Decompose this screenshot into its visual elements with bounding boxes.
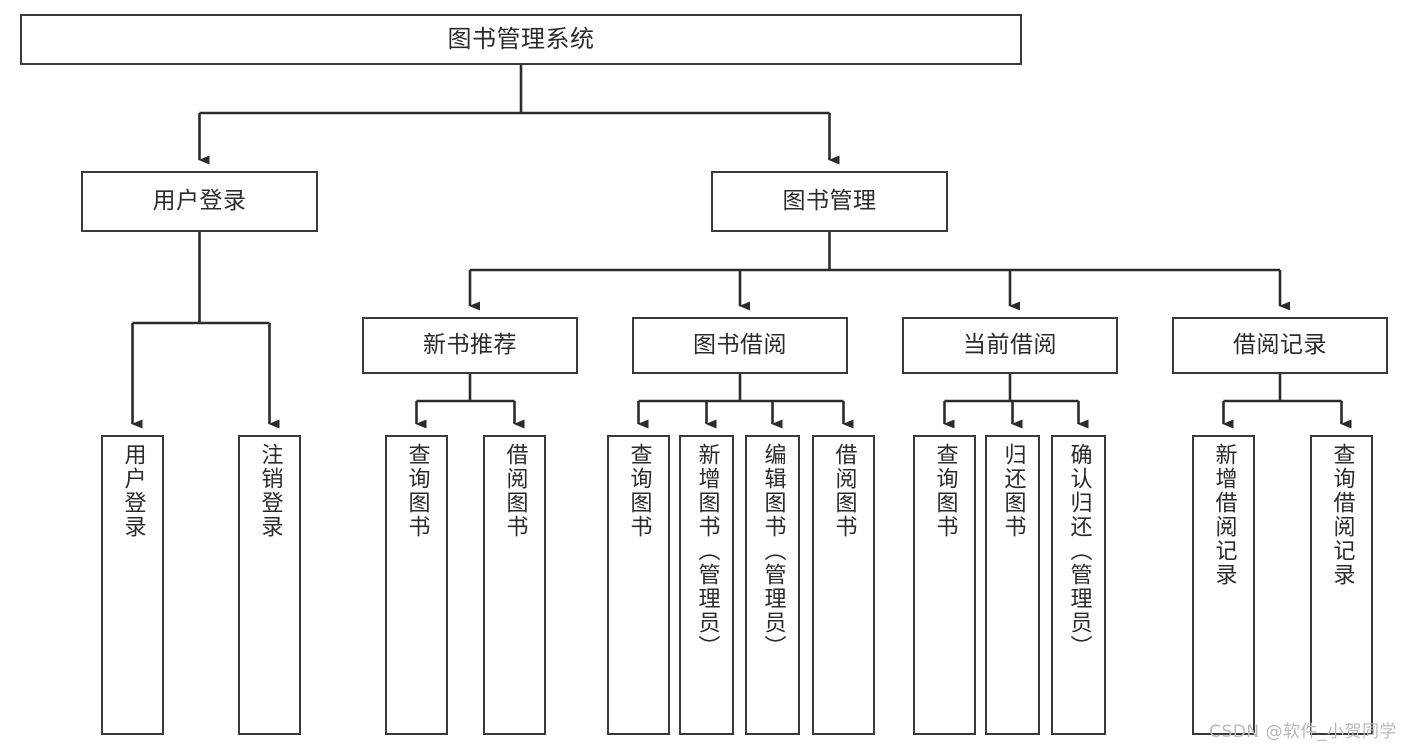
- node-label: 用户登录: [120, 443, 146, 539]
- node-l-queryrec[interactable]: 查询借阅记录: [1310, 435, 1373, 735]
- node-label: 编辑图书（管理员）: [760, 443, 786, 659]
- node-root[interactable]: 图书管理系统: [20, 14, 1022, 65]
- node-label: 查询图书: [626, 443, 652, 539]
- node-l-borrow1[interactable]: 借阅图书: [483, 435, 546, 735]
- node-label: 确认归还（管理员）: [1066, 443, 1092, 659]
- node-l-borrow2[interactable]: 借阅图书: [812, 435, 875, 735]
- node-l-add[interactable]: 新增图书（管理员）: [679, 435, 734, 735]
- node-label: 借阅记录: [1233, 331, 1327, 358]
- node-l-logout[interactable]: 注销登录: [238, 435, 301, 735]
- node-l-addrec[interactable]: 新增借阅记录: [1192, 435, 1255, 735]
- node-label: 查询借阅记录: [1329, 443, 1355, 587]
- node-label: 借阅图书: [831, 443, 857, 539]
- node-l-edit[interactable]: 编辑图书（管理员）: [745, 435, 800, 735]
- node-label: 查询图书: [932, 443, 958, 539]
- node-l-query3[interactable]: 查询图书: [913, 435, 976, 735]
- node-login[interactable]: 用户登录: [81, 171, 318, 232]
- node-borrow[interactable]: 图书借阅: [632, 317, 848, 374]
- node-records[interactable]: 借阅记录: [1172, 317, 1388, 374]
- node-current[interactable]: 当前借阅: [902, 317, 1118, 374]
- node-label: 图书借阅: [693, 331, 787, 358]
- node-l-return[interactable]: 归还图书: [985, 435, 1040, 735]
- node-label: 用户登录: [152, 187, 247, 214]
- node-label: 查询图书: [404, 443, 430, 539]
- node-l-login[interactable]: 用户登录: [101, 435, 164, 735]
- node-label: 注销登录: [257, 443, 283, 539]
- watermark-text: CSDN @软件_小贺同学: [1209, 722, 1397, 742]
- node-l-query1[interactable]: 查询图书: [385, 435, 448, 735]
- node-label: 图书管理: [782, 187, 877, 214]
- node-label: 借阅图书: [502, 443, 528, 539]
- node-l-confirm[interactable]: 确认归还（管理员）: [1051, 435, 1106, 735]
- node-bookmgmt[interactable]: 图书管理: [711, 171, 948, 232]
- node-newbook[interactable]: 新书推荐: [362, 317, 578, 374]
- node-label: 当前借阅: [963, 331, 1057, 358]
- node-label: 新增图书（管理员）: [694, 443, 720, 659]
- node-label: 新书推荐: [423, 331, 517, 358]
- node-label: 图书管理系统: [447, 25, 595, 54]
- node-label: 新增借阅记录: [1211, 443, 1237, 587]
- node-l-query2[interactable]: 查询图书: [607, 435, 670, 735]
- node-label: 归还图书: [1000, 443, 1026, 539]
